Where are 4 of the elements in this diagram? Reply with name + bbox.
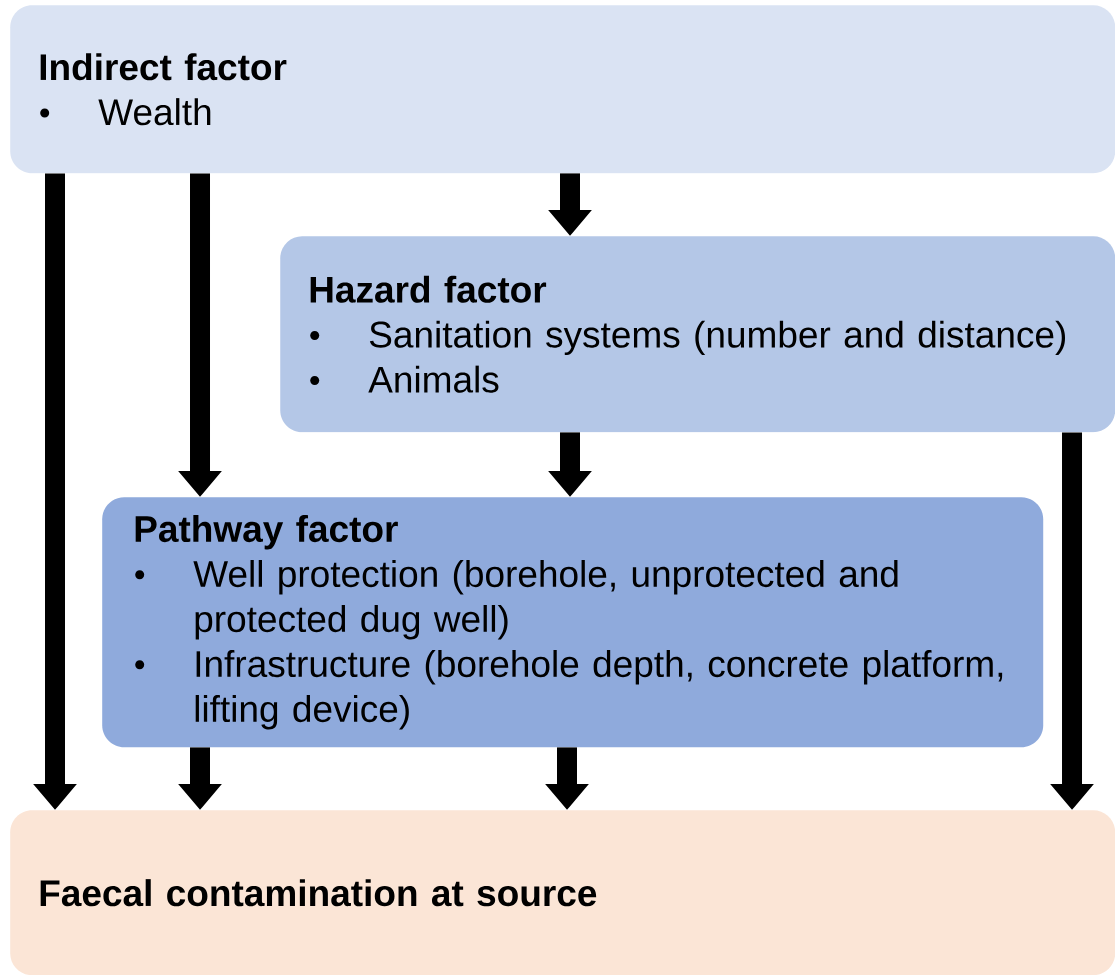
factor-box: Faecal contamination at source [10,810,1115,975]
factor-box: Pathway factor Well protection (borehole, unprotected and protected dug well) Infrastructure (borehole depth, concrete platform, lifting device) [102,497,1044,748]
factor-box: Hazard factor Sanitation systems (number and distance) Animals [280,236,1115,433]
factor-box: Indirect factor Wealth [10,5,1115,174]
